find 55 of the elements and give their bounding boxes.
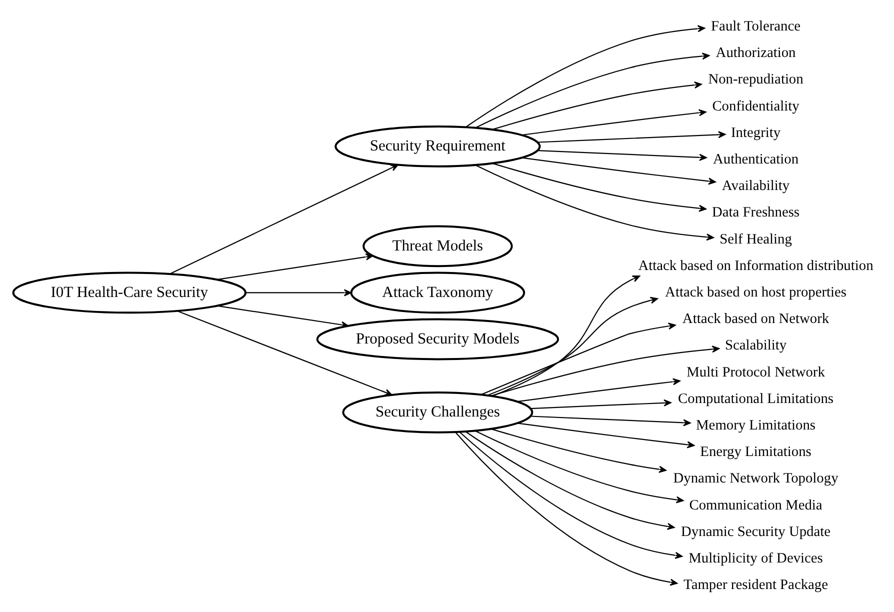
- arrow: [490, 428, 666, 473]
- node-text: Multi Protocol Network: [686, 364, 824, 380]
- arrow: [516, 378, 680, 402]
- node-text: Non-repudiation: [708, 72, 803, 88]
- node-text: Integrity: [730, 124, 780, 141]
- node-text: Fault Tolerance: [710, 18, 800, 34]
- arrow: [492, 162, 706, 212]
- arrow: [521, 109, 706, 136]
- arrow: [530, 399, 671, 410]
- node-ellipse: I0T Health-Care Security: [12, 272, 246, 314]
- arrow: [537, 150, 706, 161]
- arrow: [169, 164, 398, 274]
- arrow: [454, 432, 678, 586]
- node-ellipse: Security Requirement: [334, 125, 540, 168]
- node-text: Computational Limitations: [678, 390, 834, 407]
- node-text: Tamper resident Package: [683, 577, 828, 594]
- arrow: [490, 346, 720, 396]
- arrow: [491, 276, 640, 397]
- arrow: [245, 289, 352, 296]
- node-text: Attack based on host properties: [664, 284, 846, 300]
- arrow: [216, 305, 348, 328]
- node-text: Scalability: [724, 338, 786, 354]
- node-text: Confidentiality: [712, 98, 799, 114]
- arrow: [176, 310, 392, 396]
- arrow: [530, 416, 690, 426]
- arrow: [521, 157, 716, 185]
- node-ellipse: Threat Models: [362, 225, 512, 268]
- arrow: [486, 296, 658, 396]
- arrow: [474, 52, 710, 128]
- node-text: Energy Limitations: [700, 444, 811, 460]
- node-text: Multiplicity of Devices: [688, 550, 822, 566]
- node-text: Dynamic Security Update: [680, 524, 830, 540]
- arrow: [492, 81, 702, 130]
- node-ellipse: Proposed Security Models: [316, 318, 558, 360]
- node-text: Data Freshness: [712, 204, 800, 221]
- node-text: Communication Media: [688, 497, 822, 514]
- node-text: Authentication: [712, 151, 798, 168]
- arrow: [216, 253, 373, 280]
- node-text: Attack based on Information distribution: [638, 258, 873, 274]
- node-text: Attack based on Network: [682, 311, 829, 328]
- arrow: [464, 431, 674, 530]
- arrow: [537, 131, 726, 143]
- node-text: Authorization: [715, 45, 796, 62]
- node-ellipse: Security Challenges: [342, 391, 533, 434]
- arrow: [516, 422, 694, 448]
- node-text: Self Healing: [719, 231, 792, 248]
- arrow: [458, 432, 682, 559]
- arrow: [474, 164, 714, 241]
- node-text: Memory Limitations: [696, 417, 816, 434]
- arrow: [474, 430, 684, 504]
- node-ellipse: Attack Taxonomy: [350, 272, 525, 314]
- arrow: [464, 25, 705, 128]
- node-text: Dynamic Network Topology: [672, 470, 838, 487]
- arrow: [480, 322, 676, 396]
- node-text: Availability: [721, 178, 790, 194]
